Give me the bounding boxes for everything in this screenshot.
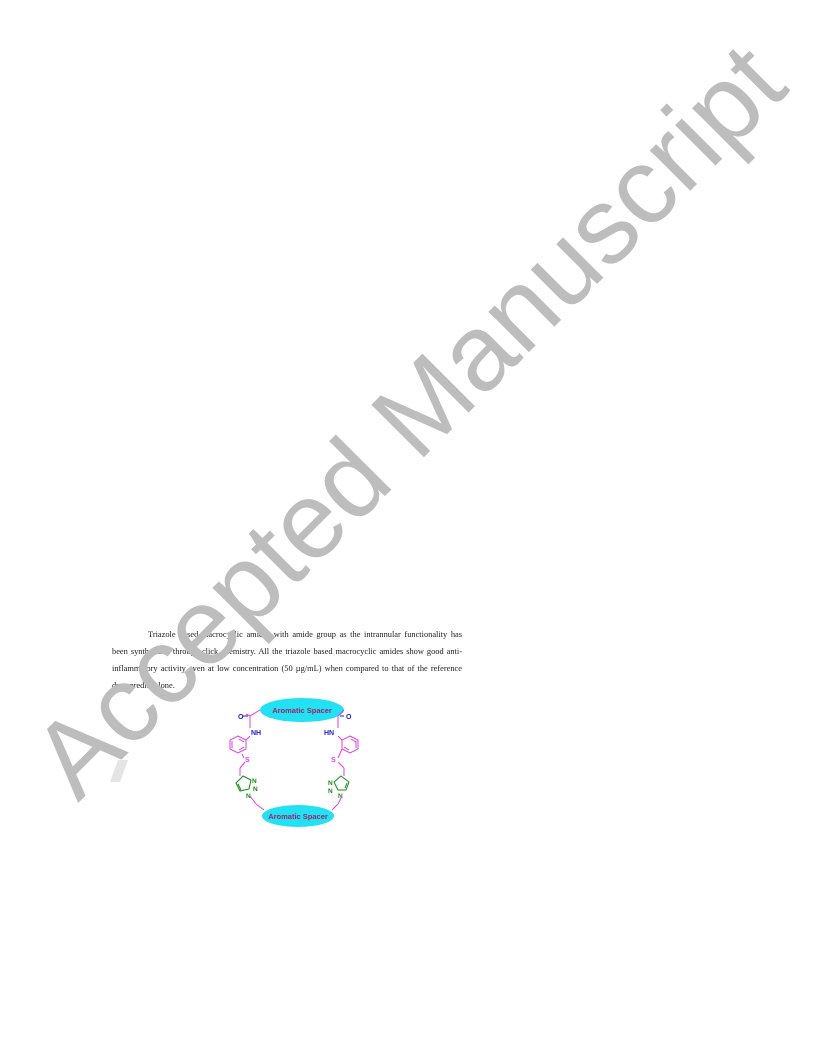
top-spacer-label: Aromatic Spacer <box>272 706 332 715</box>
left-linker-bonds <box>245 709 261 728</box>
abstract-paragraph: Triazole based macrocyclic amides with a… <box>112 630 462 690</box>
right-thioether-sulfur: S <box>331 757 336 764</box>
left-carbonyl-oxygen: O <box>238 714 244 721</box>
left-amide-nh: NH <box>251 730 261 737</box>
right-benzene-ring <box>337 735 359 759</box>
left-benzene-ring <box>229 735 251 759</box>
bottom-aromatic-spacer <box>262 805 334 827</box>
left-triazole-ring <box>235 775 252 792</box>
macrocycle-structure-diagram: Aromatic Spacer Aromatic Spacer O NH S N… <box>229 698 359 827</box>
accepted-manuscript-watermark: Accepted Manuscript <box>8 20 808 820</box>
left-triazole-n2: N <box>253 786 258 793</box>
right-linker-bonds <box>337 709 345 728</box>
right-triazole-n1: N <box>328 780 333 787</box>
right-triazole-ring <box>333 775 350 791</box>
left-triazole-n1: N <box>252 778 257 785</box>
right-amide-hn: HN <box>324 730 334 737</box>
right-carbonyl-oxygen: O <box>346 714 352 721</box>
page-edge-mark <box>109 760 129 782</box>
right-triazole-n3: N <box>338 793 343 800</box>
right-triazole-n2: N <box>328 788 333 795</box>
left-triazole-n3: N <box>246 793 251 800</box>
top-aromatic-spacer <box>260 698 344 722</box>
left-thioether-sulfur: S <box>245 757 250 764</box>
bottom-spacer-label: Aromatic Spacer <box>268 812 328 821</box>
